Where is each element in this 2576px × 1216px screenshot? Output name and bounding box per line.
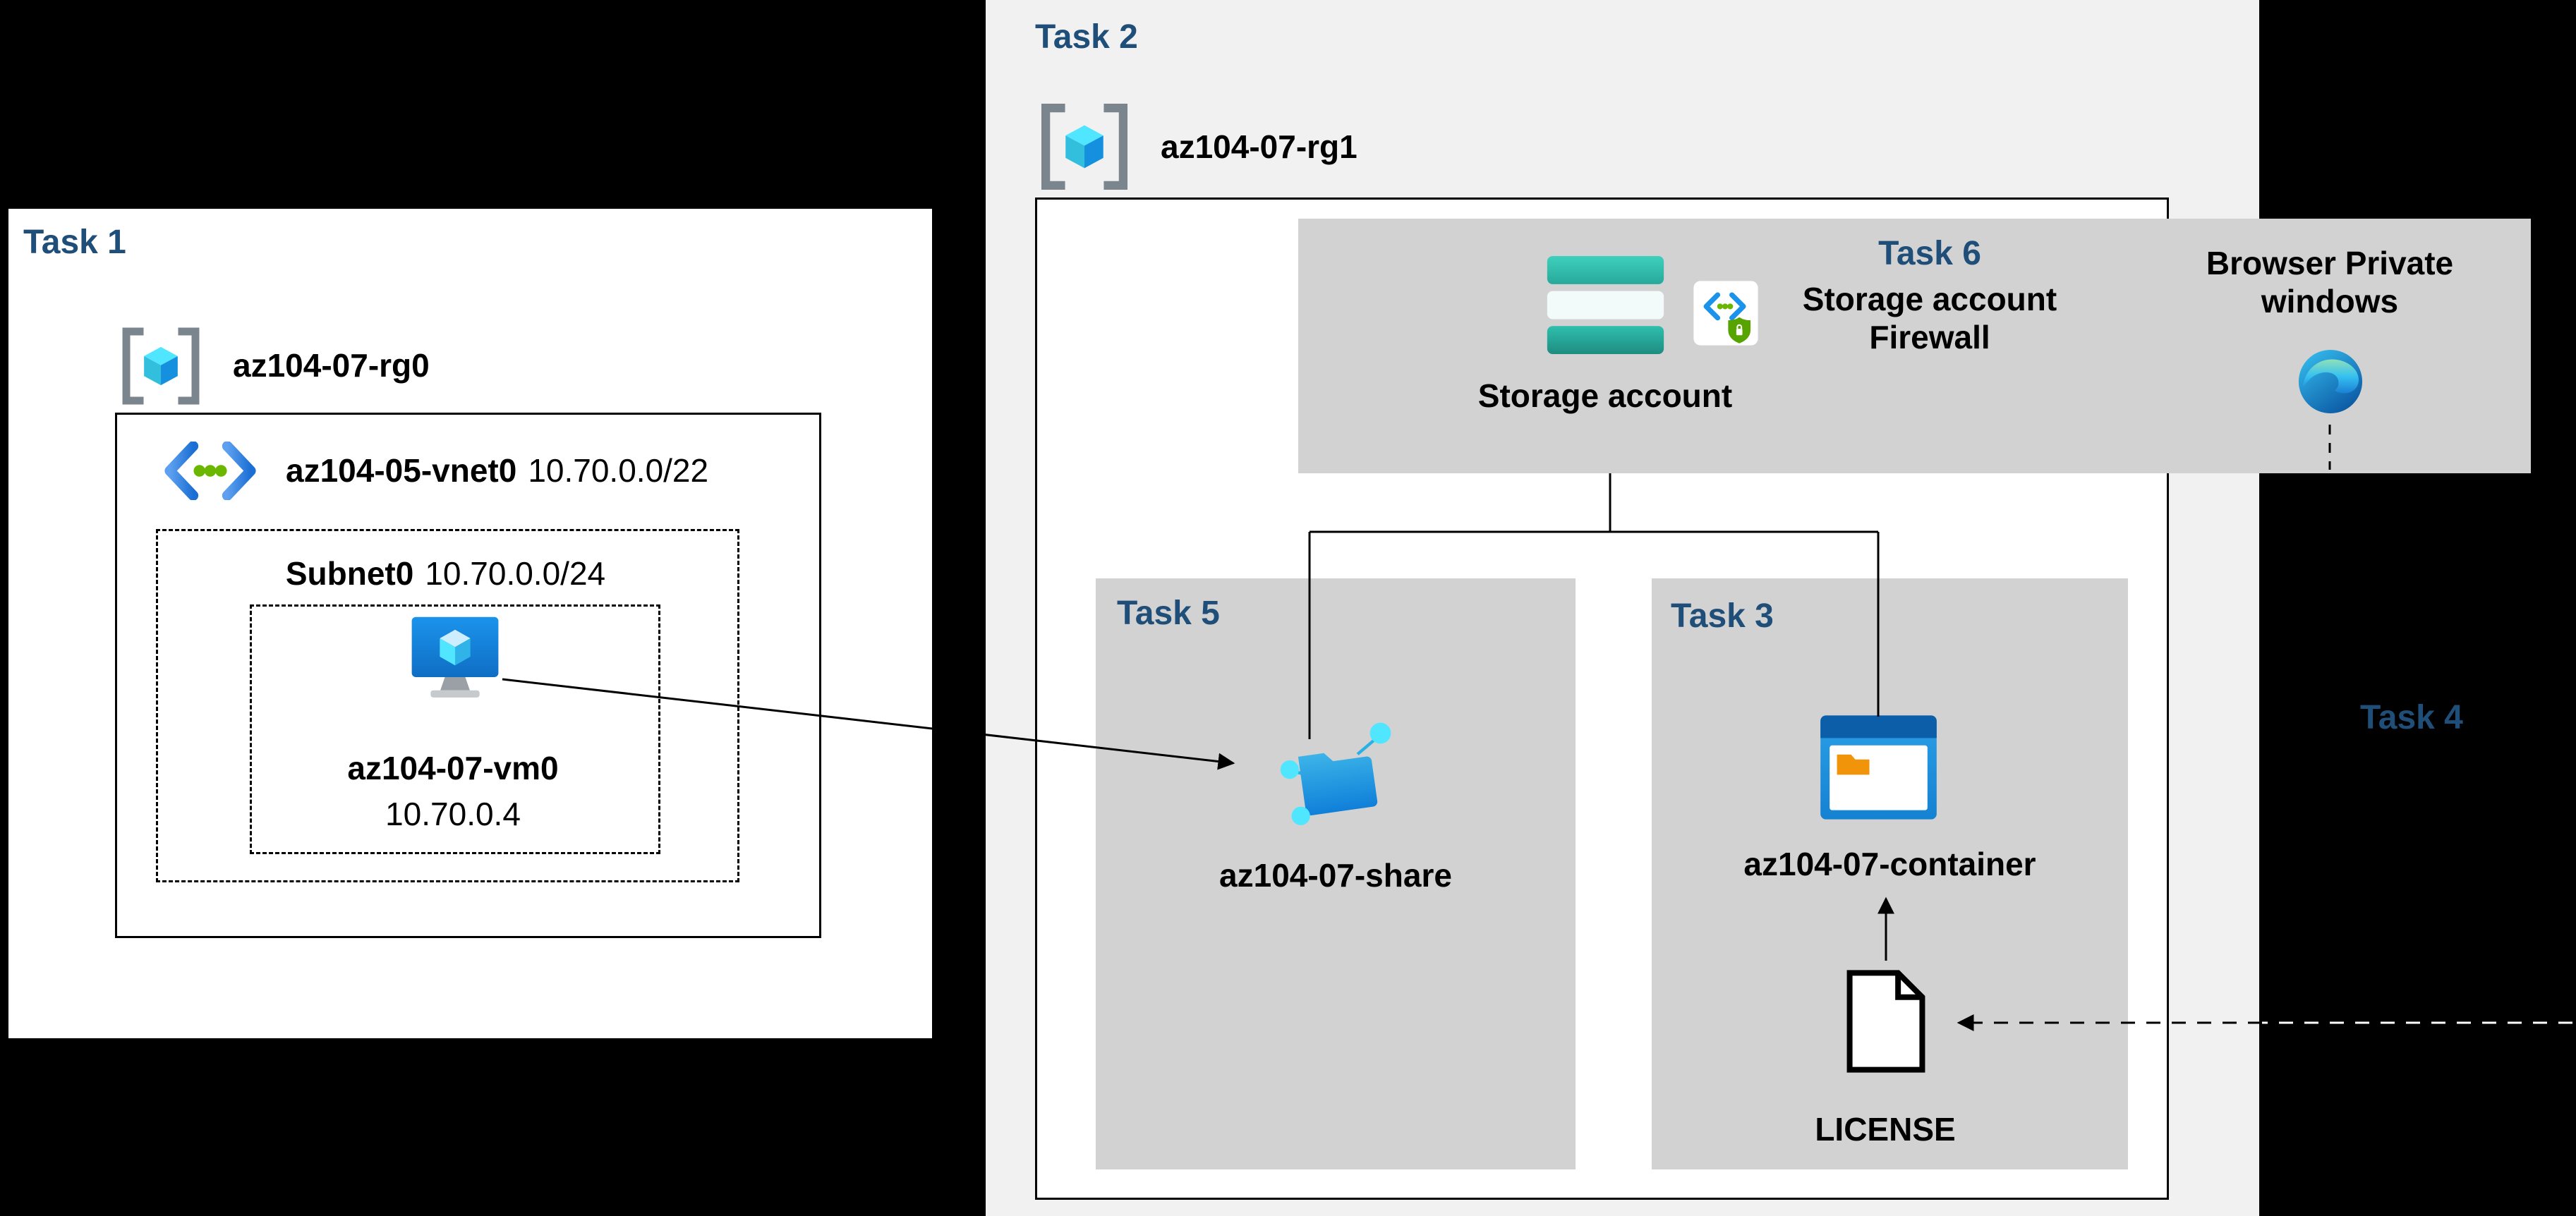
share-label: az104-07-share (1219, 857, 1452, 894)
vnet-name: az104-05-vnet0 (286, 452, 517, 489)
resource-group-icon (1039, 101, 1130, 193)
task1-label: Task 1 (23, 224, 126, 261)
task6-banner (1298, 219, 2531, 473)
subnet-name: Subnet0 (285, 555, 414, 592)
task6-line2: Firewall (1869, 319, 1990, 355)
task6-text-block: Task 6 Storage account Firewall (1796, 234, 2064, 356)
storage-account-label: Storage account (1477, 377, 1733, 414)
task6-label: Task 6 (1878, 235, 1981, 272)
container-label: az104-07-container (1743, 846, 2036, 882)
file-share-icon (1274, 711, 1398, 834)
vnet-label: az104-05-vnet0 10.70.0.0/22 (286, 451, 708, 490)
browser-text-block: Browser Private windows (2199, 244, 2460, 320)
storage-firewall-icon (1692, 279, 1760, 347)
browser-line2: windows (2261, 283, 2399, 320)
vnet-cidr: 10.70.0.0/22 (528, 452, 709, 489)
vm-icon (409, 614, 501, 701)
rg0-label: az104-07-rg0 (233, 347, 430, 384)
task4-label: Task 4 (2360, 699, 2463, 736)
resource-group-icon (120, 325, 202, 407)
browser-line1: Browser Private (2206, 245, 2454, 281)
edge-browser-icon (2294, 346, 2366, 418)
license-label: LICENSE (1815, 1111, 1956, 1148)
storage-account-icon (1544, 254, 1667, 358)
task3-label: Task 3 (1671, 597, 1774, 635)
subnet-label: Subnet0 10.70.0.0/24 (156, 554, 735, 592)
virtual-network-icon (161, 442, 260, 500)
task5-label: Task 5 (1117, 595, 1220, 632)
vm-name: az104-07-vm0 (347, 750, 559, 786)
subnet-cidr: 10.70.0.0/24 (425, 555, 606, 592)
blob-container-icon (1817, 712, 1940, 822)
task2-label: Task 2 (1035, 18, 1138, 56)
license-file-icon (1842, 965, 1930, 1078)
task6-line1: Storage account (1802, 281, 2057, 317)
rg1-label: az104-07-rg1 (1161, 128, 1357, 165)
vm-ip: 10.70.0.4 (385, 796, 521, 832)
